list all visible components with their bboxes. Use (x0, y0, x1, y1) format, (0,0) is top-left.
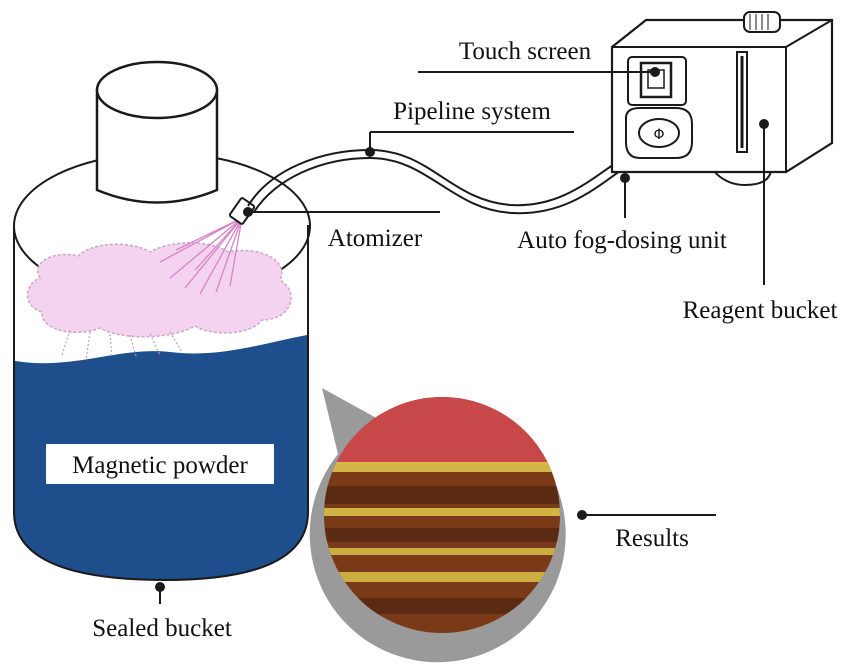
callout-sealed-bucket: Sealed bucket (92, 582, 232, 642)
callout-pipeline-system: Pipeline system (365, 98, 574, 157)
svg-text:Φ: Φ (653, 127, 664, 143)
sealed-bucket-label: Sealed bucket (92, 615, 232, 642)
callout-reagent-bucket: Reagent bucket (683, 119, 838, 324)
reagent-cap (743, 11, 781, 33)
results-bubble (309, 388, 566, 663)
callout-results: Results (577, 510, 716, 552)
bucket-body (13, 225, 309, 582)
fog-dosing-unit: Φ (610, 11, 834, 174)
fog-cloud (26, 242, 292, 361)
spray-fan (159, 217, 243, 295)
touch-screen-label: Touch screen (459, 38, 592, 65)
peristaltic-pump: Φ (625, 107, 693, 159)
reagent-bucket-label: Reagent bucket (683, 297, 838, 324)
magnetic-powder-label: Magnetic powder (72, 452, 248, 479)
motor-cylinder (95, 60, 219, 204)
atomizer-label: Atomizer (328, 225, 423, 252)
callout-touch-screen: Touch screen (418, 38, 660, 77)
results-label: Results (615, 525, 689, 552)
callout-atomizer: Atomizer (243, 207, 440, 252)
results-image (324, 397, 560, 633)
magnetic-powder-label-box (46, 444, 274, 484)
auto-fog-dosing-unit-label: Auto fog-dosing unit (517, 227, 727, 254)
sealed-bucket: Magnetic powder (13, 60, 311, 582)
touch-screen-panel (627, 56, 687, 106)
callout-auto-fog-dosing-unit: Auto fog-dosing unit (517, 173, 727, 254)
pipeline-system-label: Pipeline system (393, 98, 551, 125)
